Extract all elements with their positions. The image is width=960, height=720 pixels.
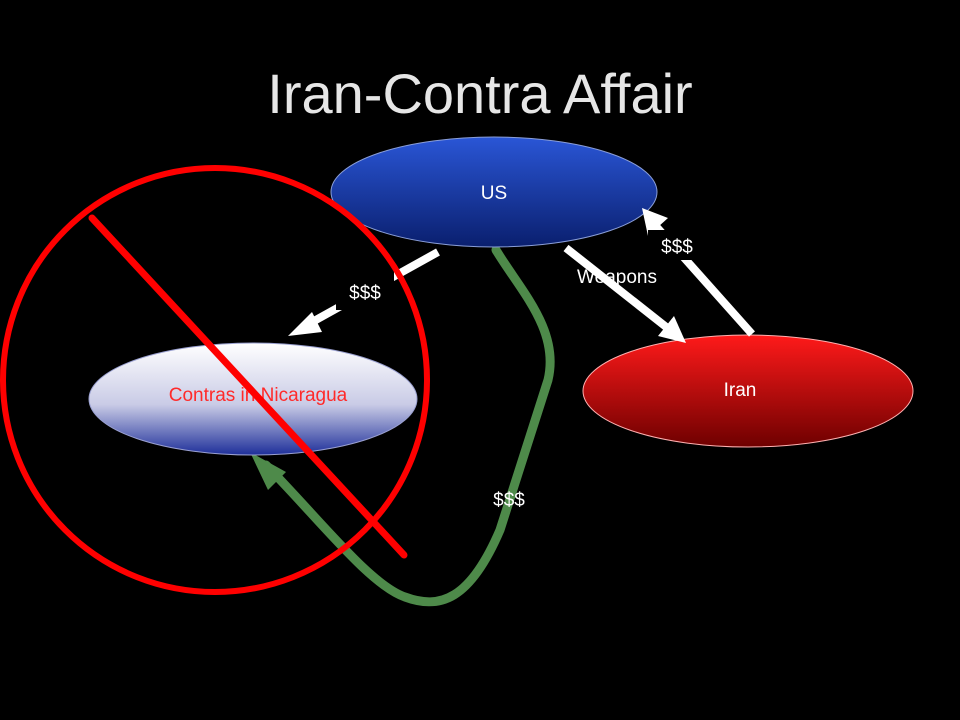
arrow-iran-to-us <box>642 208 755 337</box>
edge-green-loop-label: $$$ <box>493 490 525 511</box>
node-contras: Contras in Nicaragua <box>88 342 418 456</box>
label-backdrop-iran-us <box>648 230 704 260</box>
node-us-label: US <box>481 183 507 204</box>
green-arrowhead <box>250 452 286 490</box>
arrowhead-us-to-contras <box>288 312 322 336</box>
slide-title: Iran-Contra Affair <box>267 62 692 125</box>
edge-us-iran-label: Weapons <box>577 267 657 288</box>
node-us: US <box>330 136 658 248</box>
edge-iran-us-label: $$$ <box>661 237 693 258</box>
prohibition-slash <box>88 214 408 559</box>
edge-us-contras-label: $$$ <box>349 283 381 304</box>
arrowhead-us-to-iran <box>658 316 686 343</box>
label-backdrop-us-contras <box>336 272 394 310</box>
arrowhead-iran-to-us <box>642 208 668 236</box>
green-money-arrow <box>250 245 555 607</box>
node-iran: Iran <box>582 334 914 448</box>
node-iran-label: Iran <box>724 380 757 401</box>
prohibition-symbol <box>0 165 430 595</box>
arrow-us-to-iran <box>563 244 686 343</box>
prohibition-circle <box>0 165 430 595</box>
